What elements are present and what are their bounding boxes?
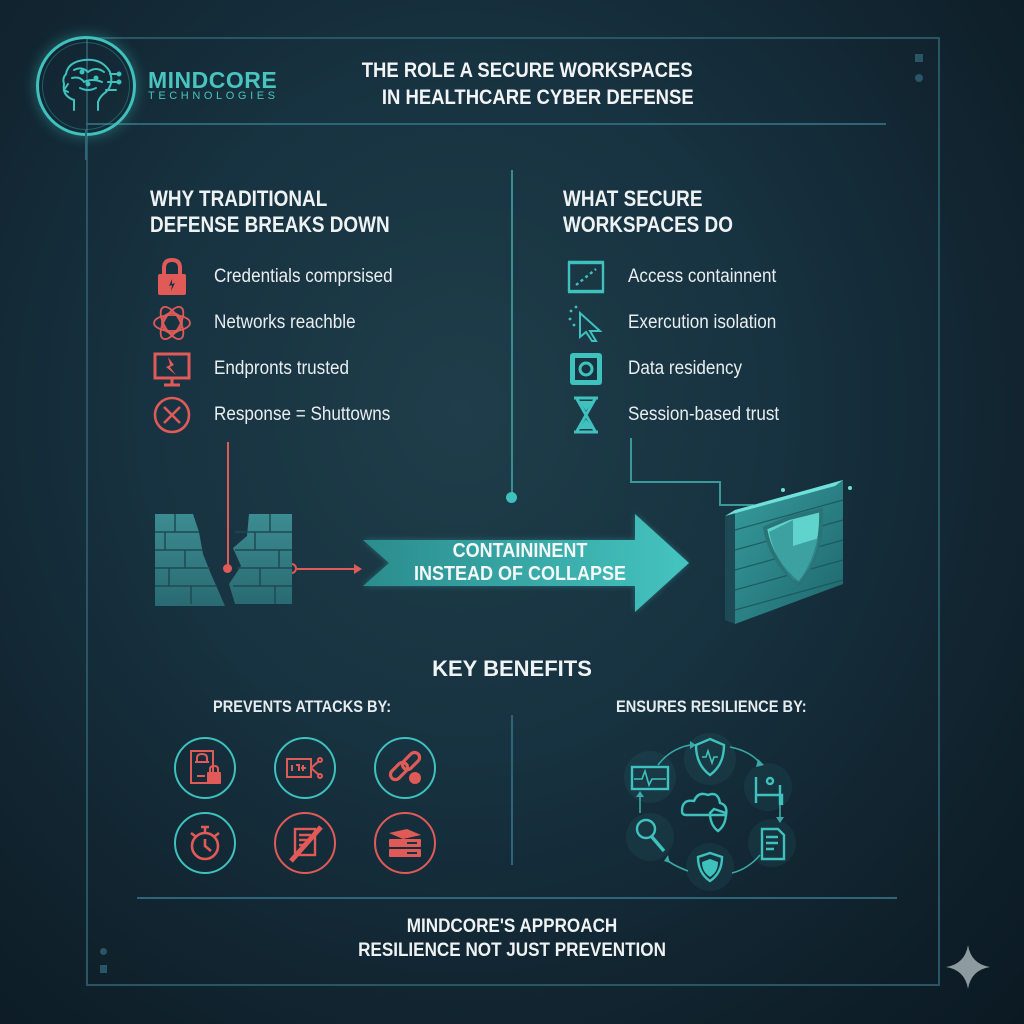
red-arrow-head — [354, 564, 362, 574]
list-item-label: Data residency — [628, 358, 743, 379]
broken-link-icon — [374, 737, 436, 799]
list-item-label: Networks reachble — [214, 312, 356, 333]
list-item: Endpronts trusted — [152, 346, 413, 392]
list-item: Credentials comprsised — [152, 254, 413, 300]
header-divider — [86, 123, 886, 125]
footer-line-2: RESILIENCE NOT JUST PREVENTION — [358, 940, 666, 961]
locked-document-icon — [174, 737, 236, 799]
footer-divider — [137, 897, 897, 899]
right-heading-line-2: WORKSPACES DO — [563, 212, 733, 237]
left-list: Credentials comprsised Networks reachble… — [152, 254, 413, 438]
right-section-heading: WHAT SECURE WORKSPACES DO — [563, 186, 733, 238]
arrow-label-line-2: INSTEAD OF COLLAPSE — [413, 563, 627, 585]
sparkle-icon — [946, 945, 990, 989]
benefits-divider — [511, 715, 513, 865]
red-connector-node — [223, 564, 232, 573]
vault-icon — [566, 349, 606, 389]
frame-dot-square — [100, 965, 107, 973]
logo-inner-ring — [42, 42, 130, 130]
network-panel-icon — [274, 737, 336, 799]
brain-head-icon — [62, 58, 122, 111]
page-title: THE ROLE A SECURE WORKSPACES IN HEALTHCA… — [338, 57, 716, 111]
list-item: Session-based trust — [566, 392, 796, 438]
right-list: Access containnent Exercution isolation … — [566, 254, 796, 438]
stacked-servers-icon — [374, 812, 436, 874]
resilience-cycle-diagram — [624, 733, 796, 891]
key-benefits-heading: KEY BENEFITS — [432, 656, 592, 681]
left-heading-line-2: DEFENSE BREAKS DOWN — [150, 212, 390, 237]
frame-dot-round — [915, 74, 923, 82]
list-item-label: Credentials comprsised — [214, 266, 393, 287]
broken-wall-icon — [155, 514, 292, 606]
padlock-icon — [152, 257, 192, 297]
list-item-label: Session-based trust — [628, 404, 780, 425]
broken-monitor-icon — [152, 349, 192, 389]
footer-line-1: MINDCORE'S APPROACH — [406, 916, 618, 937]
list-item: Data residency — [566, 346, 796, 392]
red-arrow-line — [297, 568, 357, 570]
shielded-wall-icon — [725, 480, 852, 624]
frame-dot-round — [100, 948, 107, 955]
network-atom-icon — [152, 303, 192, 343]
list-item: Exercution isolation — [566, 300, 796, 346]
brand-subtitle: TECHNOLOGIES — [148, 90, 279, 102]
left-heading-line-1: WHY TRADITIONAL — [150, 186, 328, 211]
containment-arrow[interactable] — [355, 510, 695, 616]
x-circle-icon — [152, 395, 192, 435]
right-heading-line-1: WHAT SECURE — [563, 186, 703, 211]
divider-node — [506, 492, 517, 503]
list-item-label: Exercution isolation — [628, 312, 777, 333]
left-section-heading: WHY TRADITIONAL DEFENSE BREAKS DOWN — [150, 186, 390, 238]
teal-step-connector — [630, 438, 754, 506]
title-line-1: THE ROLE A SECURE WORKSPACES — [361, 59, 693, 82]
list-item: Access containnent — [566, 254, 796, 300]
list-item-label: Endpronts trusted — [214, 358, 349, 379]
arrow-label-line-1: CONTAININENT — [452, 540, 588, 562]
resilience-heading: ENSURES RESILIENCE BY: — [616, 697, 807, 716]
list-item-label: Access containnent — [628, 266, 777, 287]
list-item: Response = Shuttowns — [152, 392, 413, 438]
center-divider — [511, 170, 513, 495]
footer-tagline: MINDCORE'S APPROACH RESILIENCE NOT JUST … — [332, 915, 692, 963]
outer-frame — [86, 37, 940, 986]
logo-connector — [85, 130, 87, 160]
frame-dot-square — [915, 54, 923, 62]
container-frame-icon — [566, 257, 606, 297]
stopwatch-icon — [174, 812, 236, 874]
brand-name: MINDCORE — [148, 67, 278, 93]
red-connector-line — [227, 442, 229, 570]
no-document-icon — [274, 812, 336, 874]
list-item: Networks reachble — [152, 300, 413, 346]
arrow-label: CONTAININENT INSTEAD OF COLLAPSE — [412, 540, 628, 586]
prevents-heading: PREVENTS ATTACKS BY: — [213, 697, 392, 716]
list-item-label: Response = Shuttowns — [214, 404, 391, 425]
cursor-click-icon — [566, 303, 606, 343]
hourglass-icon — [566, 395, 606, 435]
title-line-2: IN HEALTHCARE CYBER DEFENSE — [381, 86, 694, 109]
